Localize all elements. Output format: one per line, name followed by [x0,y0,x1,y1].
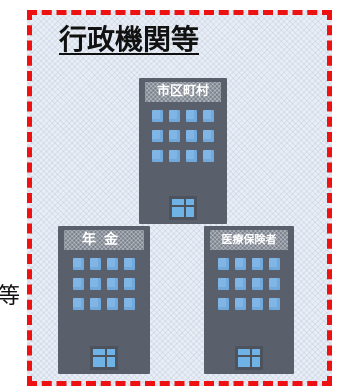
window [203,130,214,142]
window [169,130,180,142]
window [73,278,84,290]
building-door-icon [169,196,197,220]
window [73,258,84,270]
window [186,130,197,142]
window [203,110,214,122]
window [169,150,180,162]
window [235,258,246,270]
window [186,150,197,162]
window [252,298,263,310]
window [107,298,118,310]
window [218,298,229,310]
window [152,110,163,122]
window-grid [139,110,227,162]
window [90,278,101,290]
window [218,278,229,290]
panel-title: 行政機関等 [59,23,200,56]
window [124,298,135,310]
window [252,278,263,290]
building-label: 市区町村 [156,84,209,99]
window-grid [58,258,150,310]
building-label: 年金 [82,232,126,248]
side-text-fragment: 等 [0,284,21,309]
building-door-icon [235,346,263,370]
building-sign: 医療保険者 [210,230,288,250]
window [169,110,180,122]
building-medical-insurer: 医療保険者 [204,226,294,374]
building-municipality: 市区町村 [139,78,227,224]
building-sign: 年金 [64,230,144,250]
window [269,298,280,310]
window [152,150,163,162]
window [124,278,135,290]
window [218,258,229,270]
window [124,258,135,270]
window [90,258,101,270]
window [269,278,280,290]
window [90,298,101,310]
window [252,258,263,270]
window [235,278,246,290]
window-grid [204,258,294,310]
window [235,298,246,310]
building-sign: 市区町村 [145,82,221,102]
window [73,298,84,310]
window [152,130,163,142]
window [186,110,197,122]
building-door-icon [90,346,118,370]
window [269,258,280,270]
building-label: 医療保険者 [221,233,277,246]
window [107,258,118,270]
window [203,150,214,162]
window [107,278,118,290]
building-pension: 年金 [58,226,150,374]
